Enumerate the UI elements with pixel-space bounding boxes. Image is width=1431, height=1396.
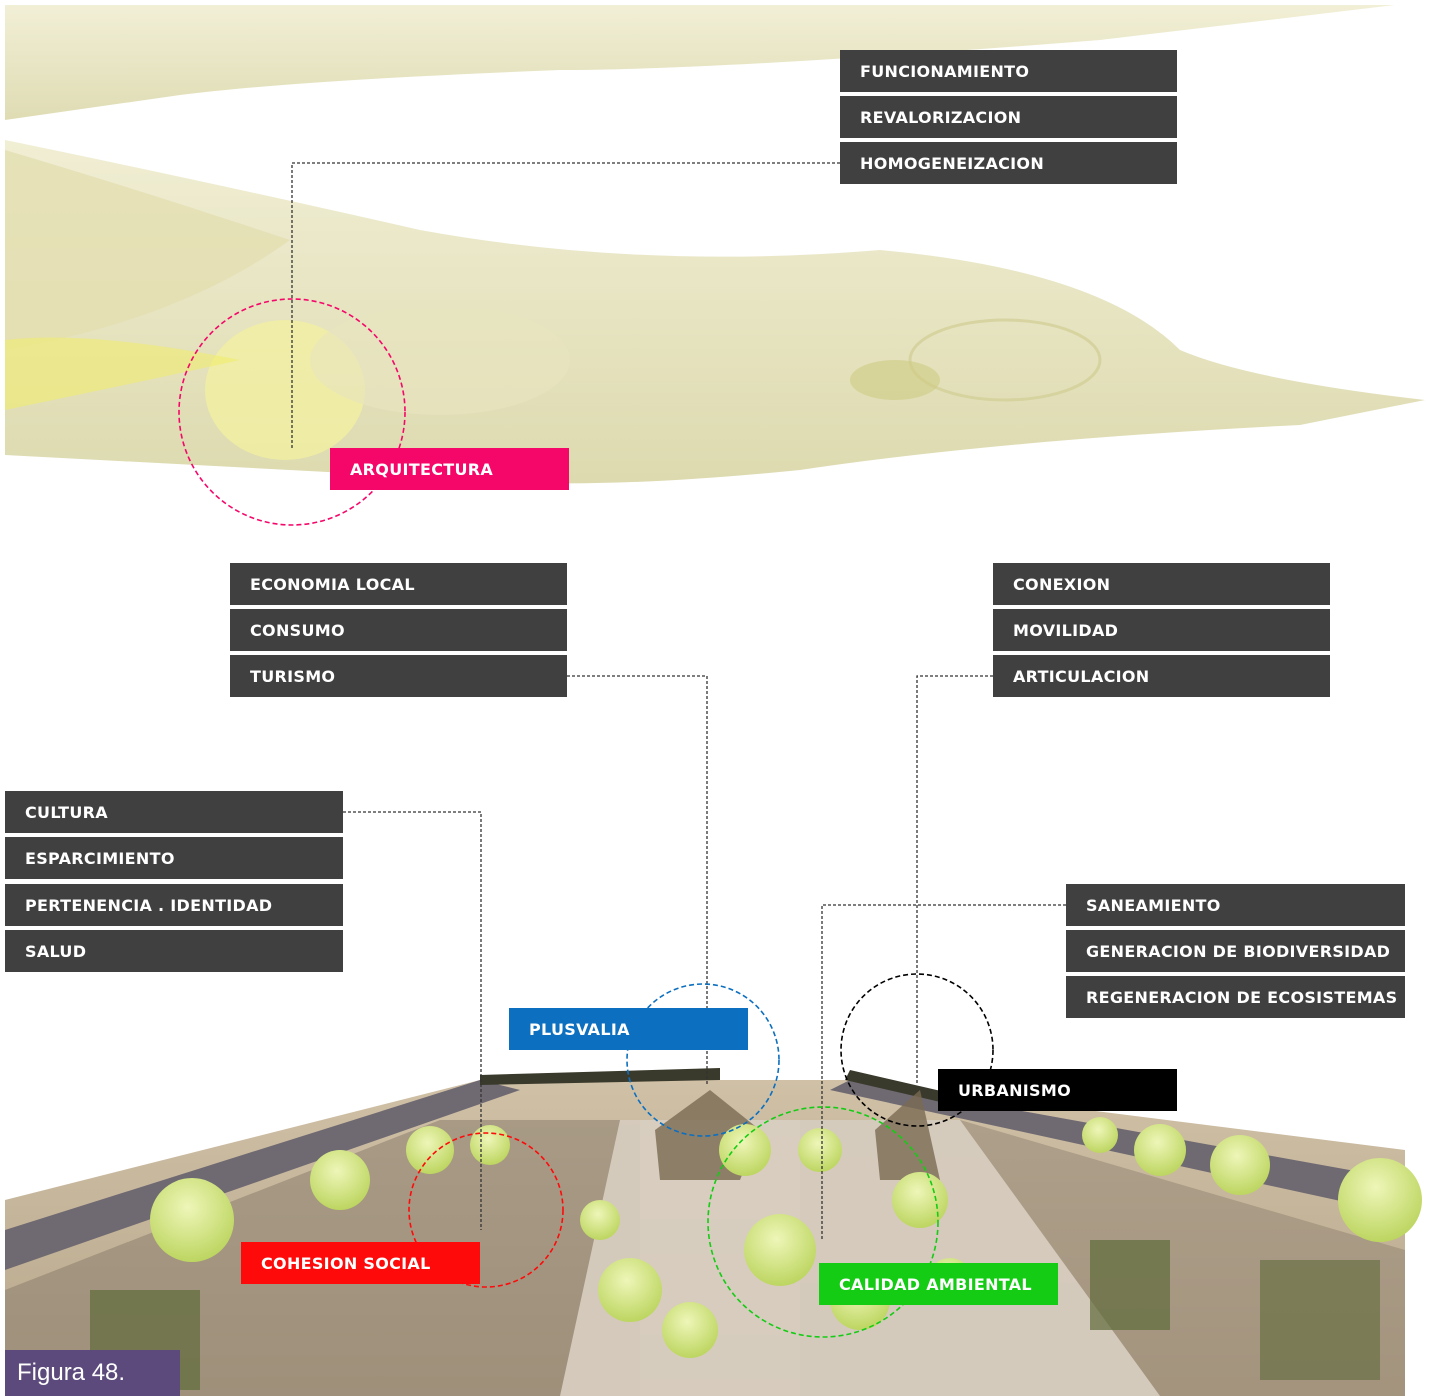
figure-caption: Figura 48. — [5, 1350, 180, 1396]
canopy-structure — [5, 5, 1425, 484]
highlight-circles — [178, 298, 994, 1338]
factor-homogeneizacion: HOMOGENEIZACION — [840, 142, 1177, 184]
factor-regeneracion-ecosistemas: REGENERACION DE ECOSISTEMAS — [1066, 976, 1405, 1018]
category-calidad-ambiental: CALIDAD AMBIENTAL — [819, 1263, 1058, 1305]
factor-articulacion: ARTICULACION — [993, 655, 1330, 697]
factor-pertenencia-identidad: PERTENENCIA . IDENTIDAD — [5, 884, 343, 926]
factor-funcionamiento: FUNCIONAMIENTO — [840, 50, 1177, 92]
factor-cultura: CULTURA — [5, 791, 343, 833]
factor-movilidad: MOVILIDAD — [993, 609, 1330, 651]
category-plusvalia: PLUSVALIA — [509, 1008, 748, 1050]
factor-saneamiento: SANEAMIENTO — [1066, 884, 1405, 926]
category-urbanismo: URBANISMO — [938, 1069, 1177, 1111]
trees — [150, 1117, 1422, 1358]
factor-salud: SALUD — [5, 930, 343, 972]
factor-economia-local: ECONOMIA LOCAL — [230, 563, 567, 605]
factor-esparcimiento: ESPARCIMIENTO — [5, 837, 343, 879]
factor-consumo: CONSUMO — [230, 609, 567, 651]
factor-revalorizacion: REVALORIZACION — [840, 96, 1177, 138]
factor-conexion: CONEXION — [993, 563, 1330, 605]
factor-generacion-biodiversidad: GENERACION DE BIODIVERSIDAD — [1066, 930, 1405, 972]
category-cohesion-social: COHESION SOCIAL — [241, 1242, 480, 1284]
factor-turismo: TURISMO — [230, 655, 567, 697]
category-arquitectura: ARQUITECTURA — [330, 448, 569, 490]
connector-lines — [291, 162, 1066, 1240]
